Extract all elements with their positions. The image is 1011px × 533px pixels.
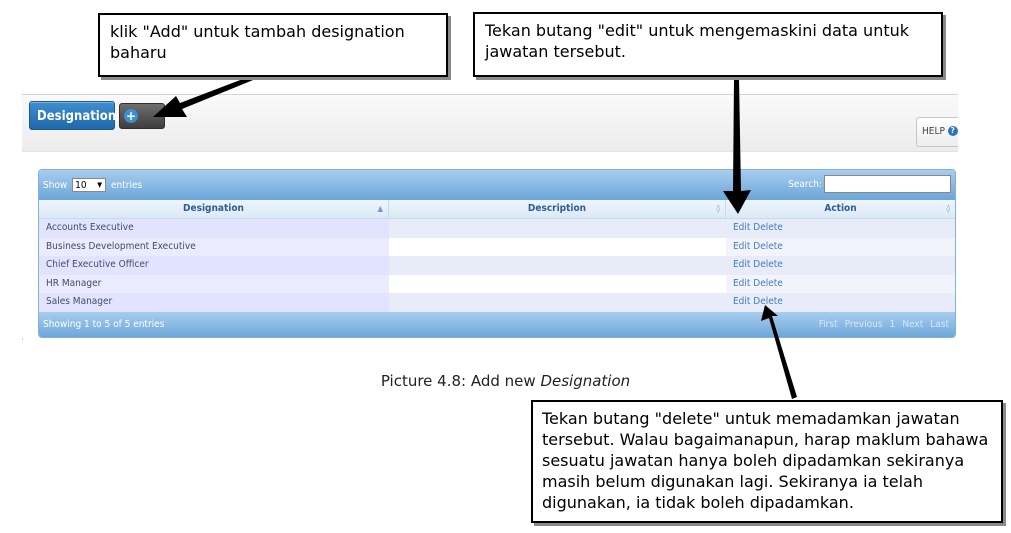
search-control: Search: [788, 175, 951, 194]
designations-table: Show 10 ▼ entries Search: Designation ▲ D… [38, 169, 956, 338]
caption-prefix: Picture 4.8: Add new [380, 372, 541, 390]
pager-previous-button[interactable]: Previous [844, 318, 883, 330]
cell-description [389, 256, 726, 275]
add-instruction-note: klik "Add" untuk tambah designation baha… [98, 13, 448, 77]
column-header-action[interactable]: Action ◊ [726, 200, 955, 218]
arrow-to-delete-link [761, 305, 797, 399]
plus-circle-icon: + [124, 109, 138, 123]
cell-description [389, 237, 726, 256]
edit-link[interactable]: Edit [733, 277, 751, 289]
show-entries-control: Show 10 ▼ entries [43, 178, 142, 193]
table-row: Chief Executive Officer Edit Delete [39, 256, 955, 275]
caption-emphasis: Designation [540, 372, 631, 390]
table-footer-bar: Showing 1 to 5 of 5 entries First Previou… [39, 311, 955, 337]
arrow-to-edit-link [723, 78, 751, 214]
sort-asc-icon: ▲ [377, 204, 383, 213]
edit-link[interactable]: Edit [733, 259, 751, 270]
edit-link[interactable]: Edit [733, 240, 751, 252]
figure-caption: Picture 4.8: Add new Designation [0, 372, 1011, 390]
table-row: Accounts Executive Edit Delete [39, 219, 955, 238]
table-header-bar: Show 10 ▼ entries Search: [39, 170, 955, 200]
cell-action: Edit Delete [726, 237, 955, 256]
delete-instruction-note: Tekan butang "delete" untuk memadamkan j… [531, 400, 1003, 523]
cell-action: Edit Delete [726, 256, 955, 275]
table-column-headers: Designation ▲ Description ◊ Action ◊ [39, 200, 955, 219]
designations-app: Designations + HELP ? Show 10 ▼ entries S… [22, 94, 958, 338]
pager-next-button[interactable]: Next [902, 318, 924, 330]
search-input[interactable] [824, 175, 951, 193]
column-header-description[interactable]: Description ◊ [389, 200, 726, 218]
delete-link[interactable]: Delete [753, 222, 783, 233]
delete-link[interactable]: Delete [753, 259, 783, 270]
pager-page-button[interactable]: 1 [889, 318, 896, 330]
pager-first-button[interactable]: First [818, 318, 838, 330]
entries-label: entries [111, 180, 143, 191]
search-label: Search: [788, 179, 822, 190]
table-info: Showing 1 to 5 of 5 entries [43, 318, 165, 330]
entries-per-page-select[interactable]: 10 ▼ [72, 178, 107, 192]
sort-arrows-icon: ◊ [946, 204, 950, 213]
cell-action: Edit Delete [726, 274, 955, 293]
toolbar: Designations + HELP ? [22, 94, 958, 152]
sort-arrows-icon: ◊ [716, 204, 720, 213]
pagination: First Previous 1 Next Last [819, 318, 949, 332]
arrow-to-add-button [153, 71, 268, 117]
table-row: HR Manager Edit Delete [39, 274, 955, 293]
cell-action: Edit Delete [726, 219, 955, 238]
delete-link[interactable]: Delete [753, 277, 783, 289]
delete-link[interactable]: Delete [753, 240, 783, 252]
designations-tab-button[interactable]: Designations [29, 101, 123, 130]
question-circle-icon: ? [947, 126, 958, 136]
table-row: Business Development Executive Edit Dele… [39, 237, 955, 256]
cell-designation: Accounts Executive [39, 219, 389, 238]
dropdown-triangle-icon: ▼ [97, 181, 103, 189]
cell-description [389, 274, 726, 293]
help-button[interactable]: HELP ? [916, 117, 958, 147]
help-label: HELP [922, 126, 945, 137]
cell-designation: Business Development Executive [39, 237, 389, 256]
cell-description [389, 293, 726, 312]
edit-link[interactable]: Edit [733, 222, 751, 233]
column-header-label: Action [824, 203, 857, 214]
column-header-label: Description [527, 203, 587, 214]
column-header-designation[interactable]: Designation ▲ [39, 200, 389, 218]
cell-designation: HR Manager [39, 274, 389, 293]
edit-instruction-note: Tekan butang "edit" untuk mengemaskini d… [473, 12, 943, 77]
cell-designation: Chief Executive Officer [39, 256, 389, 275]
show-label: Show [43, 180, 68, 191]
cell-action: Edit Delete [726, 293, 955, 312]
cell-designation: Sales Manager [39, 293, 389, 312]
pager-last-button[interactable]: Last [930, 318, 949, 330]
entries-value: 10 [75, 180, 87, 191]
column-header-label: Designation [183, 203, 244, 214]
edit-link[interactable]: Edit [733, 296, 751, 307]
cell-description [389, 219, 726, 238]
table-row: Sales Manager Edit Delete [39, 293, 955, 312]
delete-link[interactable]: Delete [753, 296, 783, 307]
